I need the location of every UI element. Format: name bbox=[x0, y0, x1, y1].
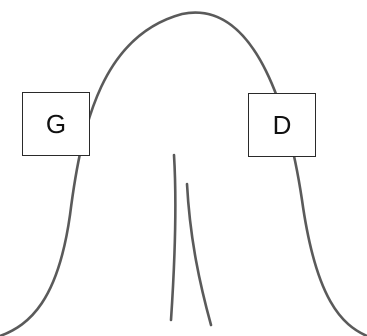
label-d-text: D bbox=[272, 110, 292, 140]
inner-line-right bbox=[185, 182, 213, 327]
bell-curve-outline bbox=[0, 11, 367, 336]
inner-line-left bbox=[169, 153, 177, 322]
label-box-g: G bbox=[22, 92, 90, 156]
label-box-d: D bbox=[248, 93, 316, 157]
label-g-text: G bbox=[45, 109, 67, 139]
